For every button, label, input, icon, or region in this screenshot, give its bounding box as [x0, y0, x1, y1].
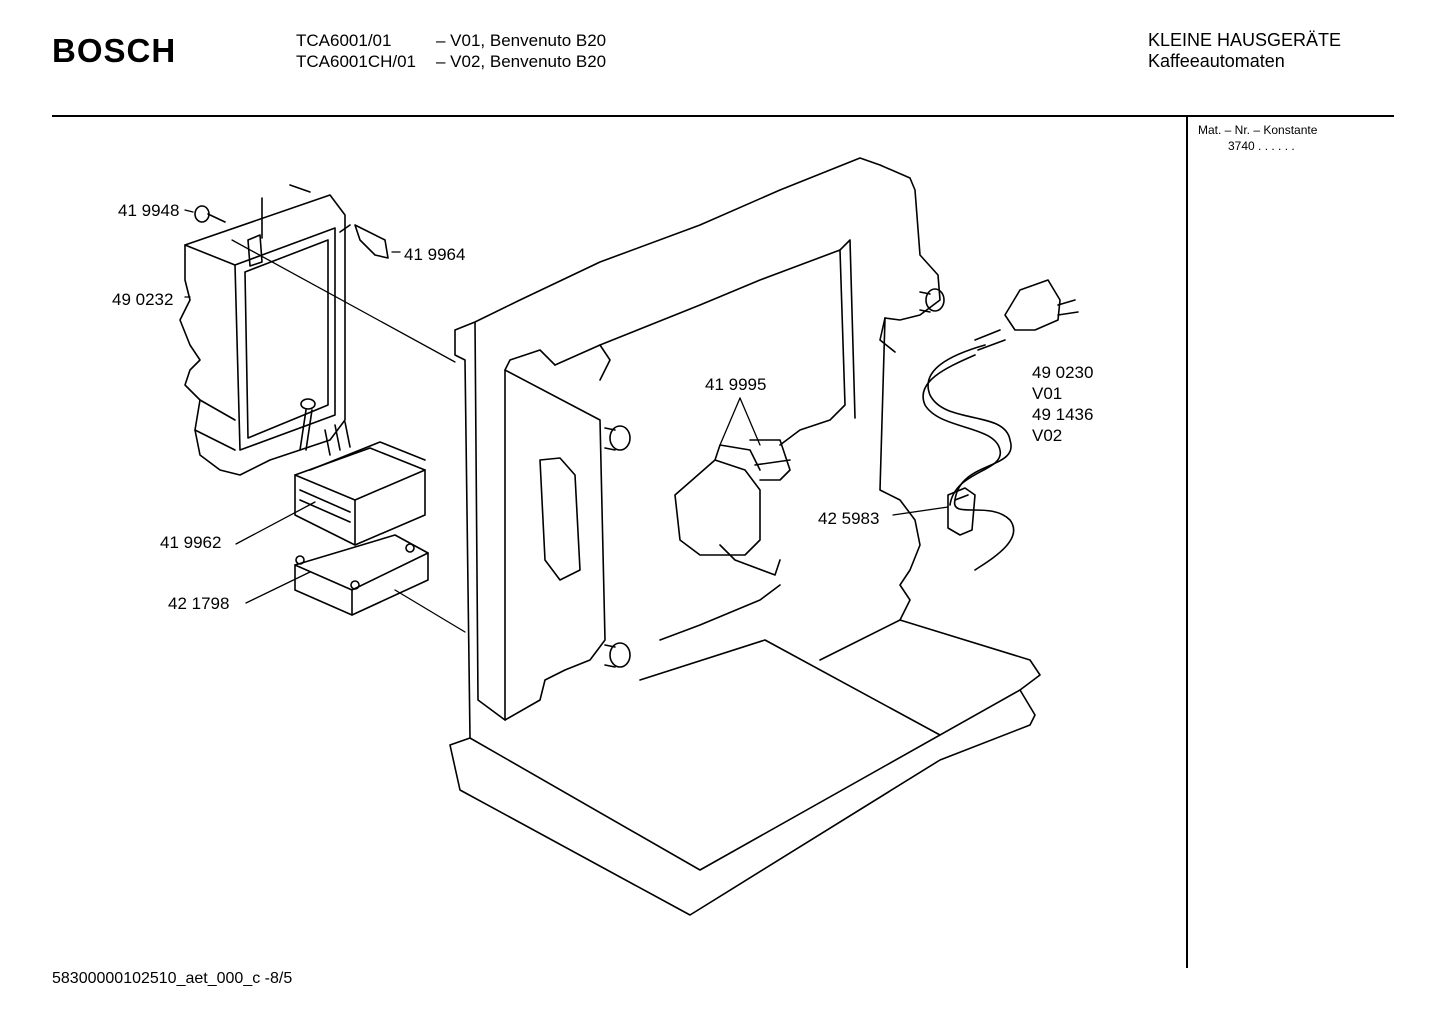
- document-id: 58300000102510_aet_000_c -8/5: [52, 970, 293, 987]
- callout-425983: 42 5983: [818, 509, 880, 528]
- callout-419948: 41 9948: [118, 201, 180, 220]
- callout-490230: 49 0230: [1032, 363, 1094, 382]
- model-variants: – V01, Benvenuto B20 – V02, Benvenuto B2…: [436, 30, 606, 72]
- screw-419948: [194, 205, 226, 223]
- callout-419964: 41 9964: [404, 245, 466, 264]
- callout-421798: 42 1798: [168, 594, 230, 613]
- material-number-value: 3740 . . . . . .: [1228, 139, 1295, 153]
- leader-lines: [184, 209, 949, 633]
- base-insulator-421798: [294, 534, 429, 616]
- cord-callouts: 49 0230 V01 49 1436 V02: [1032, 362, 1093, 446]
- category-title: KLEINE HAUSGERÄTE: [1148, 30, 1342, 50]
- category-subtitle: Kaffeeautomaten: [1148, 51, 1285, 71]
- model-variant-2: – V02, Benvenuto B20: [436, 52, 607, 71]
- callout-419995: 41 9995: [705, 375, 767, 394]
- relay-419995: [674, 439, 791, 576]
- transformer-419962: [294, 421, 426, 546]
- model-number-1: TCA6001/01: [296, 31, 392, 50]
- callout-419962: 41 9962: [160, 533, 222, 552]
- callout-490232: 49 0232: [112, 290, 174, 309]
- cable-clip-425983: [947, 487, 976, 536]
- model-number-2: TCA6001CH/01: [296, 52, 417, 71]
- mounting-screw: [299, 398, 316, 451]
- model-numbers: TCA6001/01 TCA6001CH/01: [296, 30, 416, 72]
- main-frame: [449, 157, 1041, 916]
- header-divider: [52, 115, 1394, 117]
- material-number-label: Mat. – Nr. – Konstante: [1198, 123, 1318, 137]
- clip-419964: [289, 184, 389, 259]
- transformer-housing: [179, 194, 346, 476]
- callout-v01: V01: [1032, 384, 1063, 403]
- callout-v02: V02: [1032, 426, 1063, 445]
- brand-logo: BOSCH: [52, 32, 177, 69]
- frame-bosses: [604, 288, 945, 668]
- callout-491436: 49 1436: [1032, 405, 1094, 424]
- material-number-box: Mat. – Nr. – Konstante 3740 . . . . . .: [1198, 122, 1317, 154]
- sidebar-divider: [1186, 116, 1188, 968]
- model-variant-1: – V01, Benvenuto B20: [436, 31, 607, 50]
- product-category: KLEINE HAUSGERÄTE Kaffeeautomaten: [1148, 30, 1341, 72]
- power-cord: [922, 279, 1079, 571]
